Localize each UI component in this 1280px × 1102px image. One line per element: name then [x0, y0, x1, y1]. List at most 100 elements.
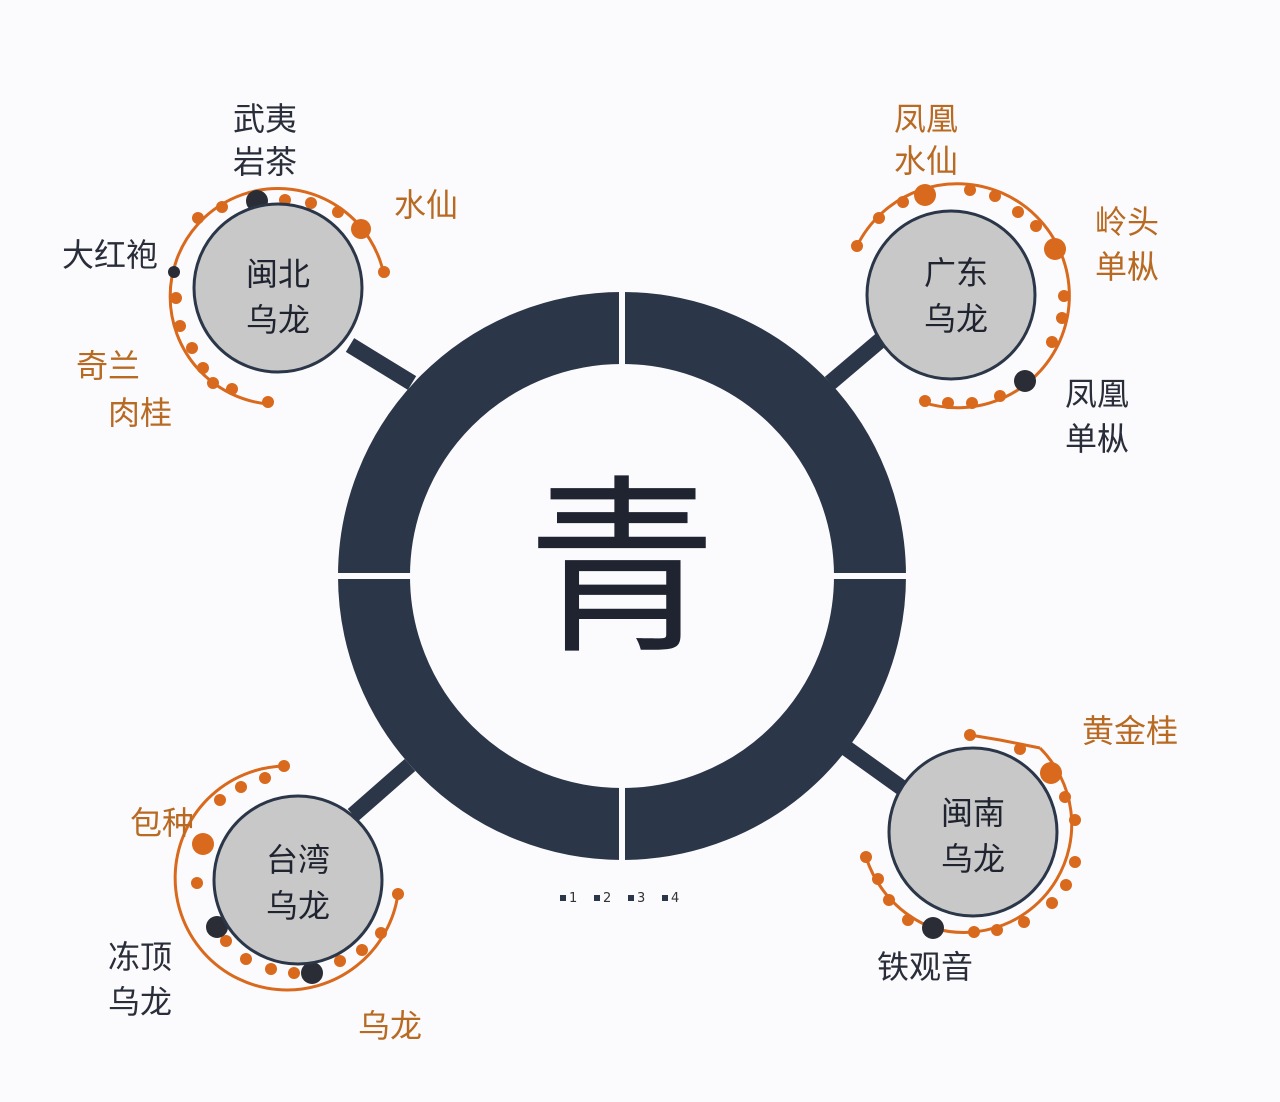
orbit-dots-guangdong: [851, 184, 1070, 409]
label-lingtou-line1: 岭头: [1095, 203, 1159, 241]
orbit-dot: [351, 219, 371, 239]
connectors: [345, 331, 907, 822]
orbit-dot: [240, 953, 252, 965]
label-lingtou-line2: 单枞: [1095, 248, 1159, 286]
label-dahongpao: 大红袍: [62, 236, 158, 274]
orbit-dot: [191, 877, 203, 889]
group-minbei: 闽北 乌龙 武夷 岩茶 水仙 大红袍 奇兰 肉桂: [62, 100, 458, 432]
orbit-dot: [942, 397, 954, 409]
label-fenghuang-dancong-line1: 凤凰: [1065, 375, 1129, 413]
label-wulong: 乌龙: [358, 1007, 422, 1045]
orbit-dot: [186, 342, 198, 354]
orbit-dot: [170, 292, 182, 304]
label-dongding-line2: 乌龙: [108, 983, 172, 1021]
legend: 1 2 3 4: [560, 891, 679, 906]
orbit-dot: [220, 935, 232, 947]
orbit-dot: [1012, 206, 1024, 218]
orbit-dot: [872, 873, 884, 885]
label-wuyi-line2: 岩茶: [233, 143, 297, 181]
orbit-dot: [216, 201, 228, 213]
label-wuyi-line1: 武夷: [233, 100, 297, 138]
orbit-dot: [994, 390, 1006, 402]
orbit-dot: [1056, 312, 1068, 324]
orbit-dot: [192, 833, 214, 855]
orbit-dot: [192, 212, 204, 224]
orbit-dot: [919, 395, 931, 407]
orbit-key-dot: [922, 917, 944, 939]
orbit-dots-minbei: [170, 194, 390, 408]
group-node-minnan: [887, 746, 1059, 918]
group-title-minnan-line1: 闽南: [941, 794, 1005, 832]
orbit-dot: [197, 362, 209, 374]
orbit-dots-minnan: [860, 729, 1081, 938]
orbit-dot: [214, 794, 226, 806]
connector-minbei: [345, 338, 417, 390]
group-title-minbei-line1: 闽北: [246, 255, 310, 293]
center-character: 青: [527, 459, 717, 680]
orbit-taiwan: [173, 764, 400, 992]
orbit-key-dot: [168, 266, 180, 278]
orbit-dot: [966, 397, 978, 409]
orbit-dot: [964, 184, 976, 196]
orbit-dot: [1030, 220, 1042, 232]
orbit-dot: [1018, 916, 1030, 928]
group-title-taiwan-line2: 乌龙: [266, 887, 330, 925]
label-qilan-line2: 肉桂: [108, 394, 172, 432]
central-ring: 青: [331, 285, 913, 867]
orbit-dot: [375, 927, 387, 939]
orbit-minnan: [864, 746, 1074, 934]
legend-marker-3: [628, 895, 634, 901]
label-shuixian: 水仙: [394, 186, 458, 224]
orbit-dot: [1069, 814, 1081, 826]
label-tieguanyin: 铁观音: [877, 948, 973, 986]
group-node-taiwan: [212, 794, 384, 966]
orbit-dot: [914, 184, 936, 206]
group-title-taiwan-line1: 台湾: [266, 841, 330, 879]
orbit-dots-taiwan: [191, 760, 404, 979]
label-dongding-line1: 冻顶: [108, 938, 172, 976]
orbit-dot: [1046, 897, 1058, 909]
label-fenghuang-shuixian-line1: 凤凰: [894, 100, 958, 138]
orbit-dot: [207, 377, 219, 389]
orbit-dot: [226, 383, 238, 395]
orbit-dot: [235, 781, 247, 793]
group-title-minnan-line2: 乌龙: [941, 840, 1005, 878]
orbit-dot: [174, 320, 186, 332]
connector-minnan: [837, 738, 907, 795]
orbit-key-dot: [301, 962, 323, 984]
group-taiwan: 台湾 乌龙 包种 冻顶 乌龙 乌龙: [108, 760, 422, 1045]
orbit-dot: [288, 967, 300, 979]
group-title-guangdong-line2: 乌龙: [924, 300, 988, 338]
group-minnan: 闽南 乌龙 黄金桂 铁观音: [860, 712, 1178, 986]
orbit-dot: [1046, 336, 1058, 348]
orbit-dot: [1059, 791, 1071, 803]
group-node-guangdong: [865, 209, 1037, 381]
orbit-dot: [860, 851, 872, 863]
legend-marker-4: [662, 895, 668, 901]
label-fenghuang-dancong-line2: 单枞: [1065, 420, 1129, 458]
legend-label-3: 3: [637, 891, 645, 906]
orbit-dot: [1040, 762, 1062, 784]
legend-marker-1: [560, 895, 566, 901]
label-huangjingui: 黄金桂: [1082, 712, 1178, 750]
orbit-dot: [964, 729, 976, 741]
orbit-dot: [1058, 290, 1070, 302]
orbit-dot: [262, 396, 274, 408]
group-node-minbei: [192, 202, 364, 374]
orbit-dot: [392, 888, 404, 900]
orbit-dot: [1014, 743, 1026, 755]
group-title-minbei-line2: 乌龙: [246, 301, 310, 339]
orbit-key-dot: [1014, 370, 1036, 392]
orbit-dot: [1069, 856, 1081, 868]
orbit-dot: [1060, 879, 1072, 891]
group-title-guangdong-line1: 广东: [924, 254, 988, 292]
orbit-dot: [883, 894, 895, 906]
label-qilan-line1: 奇兰: [76, 347, 140, 385]
orbit-dot: [873, 212, 885, 224]
orbit-dot: [265, 963, 277, 975]
orbit-dot: [897, 196, 909, 208]
orbit-dot: [851, 240, 863, 252]
label-fenghuang-shuixian-line2: 水仙: [894, 142, 958, 180]
orbit-minnan-top: [969, 733, 1041, 750]
